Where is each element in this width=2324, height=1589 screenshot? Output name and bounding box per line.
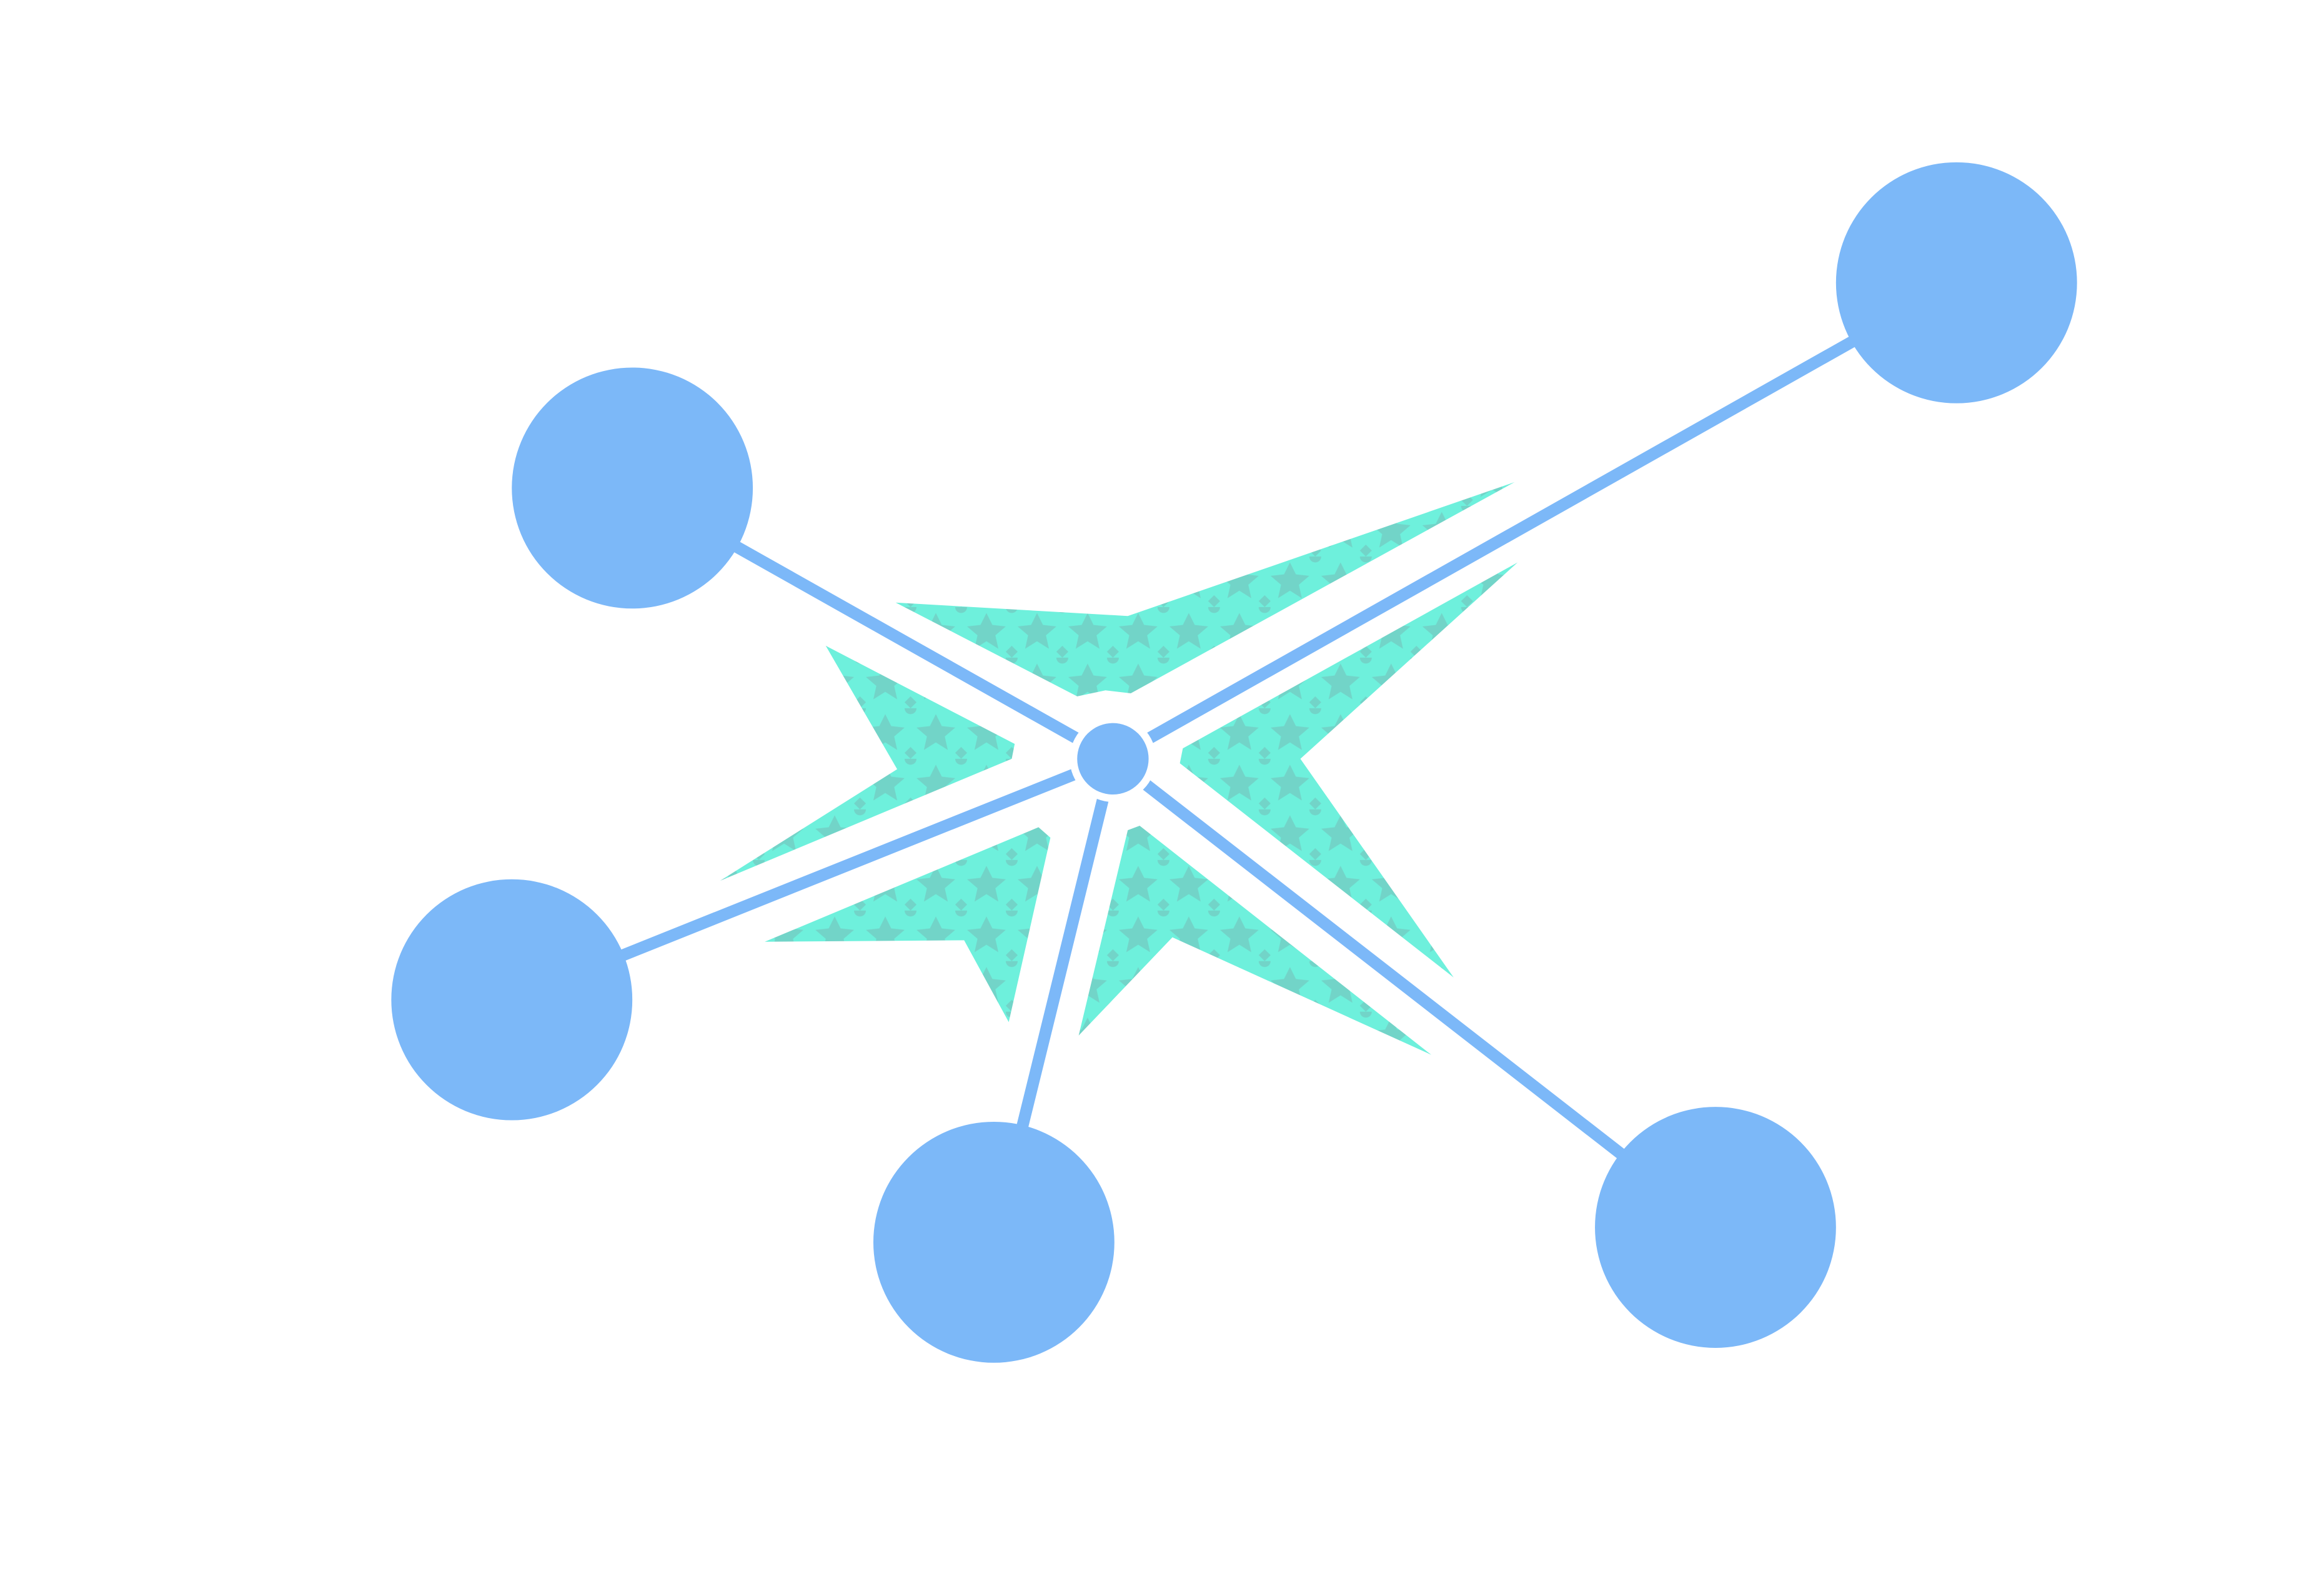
hub-icon — [1077, 723, 1149, 794]
node-icon-upper-right — [1835, 162, 2077, 403]
burst-shard-lower-left — [765, 827, 1051, 1022]
node-icon-upper-left — [512, 367, 753, 609]
spoke-upper-right — [1106, 277, 1963, 765]
burst-shard-right — [1179, 562, 1518, 978]
burst-shard-left — [720, 645, 1015, 881]
node-icon-left — [391, 879, 633, 1121]
burst-shard-lower-right — [1078, 826, 1432, 1055]
spoke-bottom-right — [1106, 753, 1722, 1234]
node-icon-bottom — [873, 1121, 1115, 1363]
node-icon-bottom-right — [1595, 1107, 1836, 1348]
spokes — [505, 277, 1963, 1249]
nodes — [391, 162, 2077, 1363]
